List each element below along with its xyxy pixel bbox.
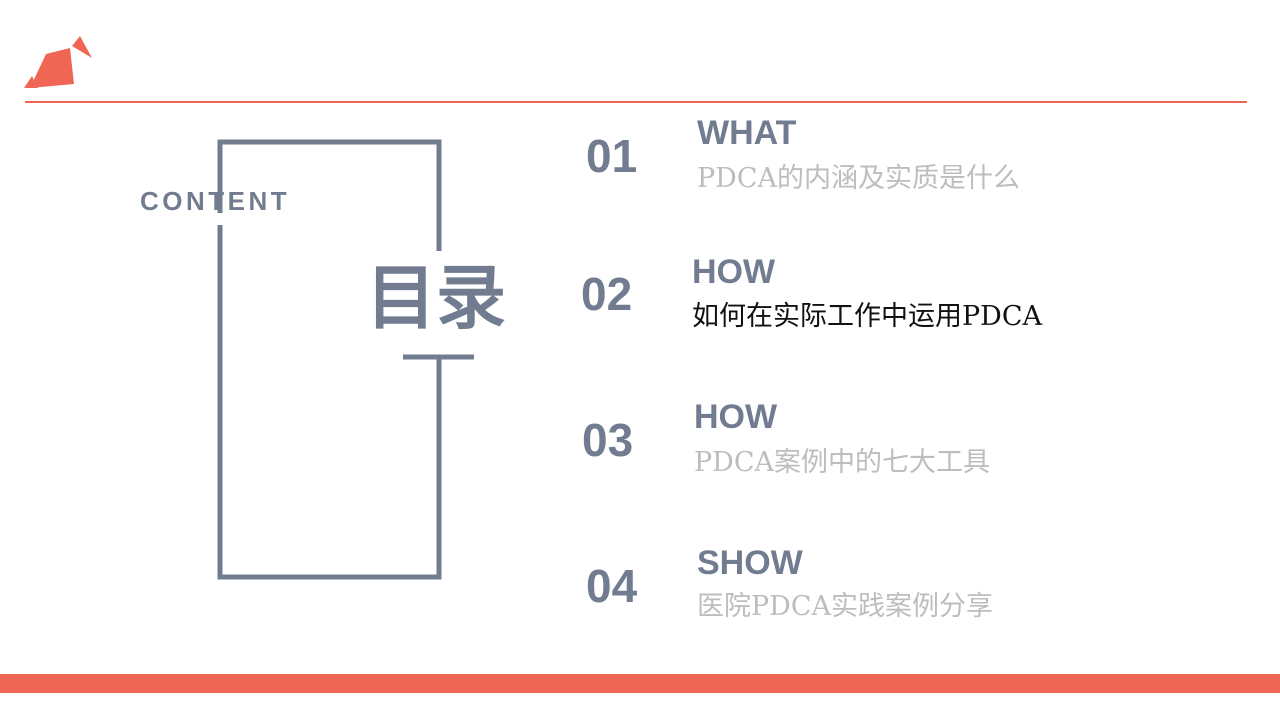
item-number: 04 bbox=[586, 560, 638, 612]
item-description[interactable]: PDCA案例中的七大工具 bbox=[694, 447, 990, 478]
item-description[interactable]: PDCA的内涵及实质是什么 bbox=[697, 163, 1020, 194]
page-title: 目录 bbox=[366, 257, 506, 339]
item-number: 01 bbox=[586, 130, 638, 182]
content-label: CONTENT bbox=[140, 186, 291, 216]
item-heading[interactable]: HOW bbox=[694, 398, 778, 436]
content-frame bbox=[217, 139, 474, 580]
item-heading[interactable]: SHOW bbox=[697, 544, 803, 582]
item-description[interactable]: 医院PDCA实践案例分享 bbox=[697, 591, 993, 622]
header-divider bbox=[25, 101, 1247, 103]
footer-bar bbox=[0, 674, 1280, 693]
item-number: 02 bbox=[581, 268, 633, 320]
item-heading[interactable]: HOW bbox=[692, 253, 776, 291]
item-heading[interactable]: WHAT bbox=[697, 114, 797, 152]
item-description[interactable]: 如何在实际工作中运用PDCA bbox=[692, 301, 1042, 332]
triangles-logo-icon bbox=[24, 36, 92, 88]
item-number: 03 bbox=[582, 414, 634, 466]
